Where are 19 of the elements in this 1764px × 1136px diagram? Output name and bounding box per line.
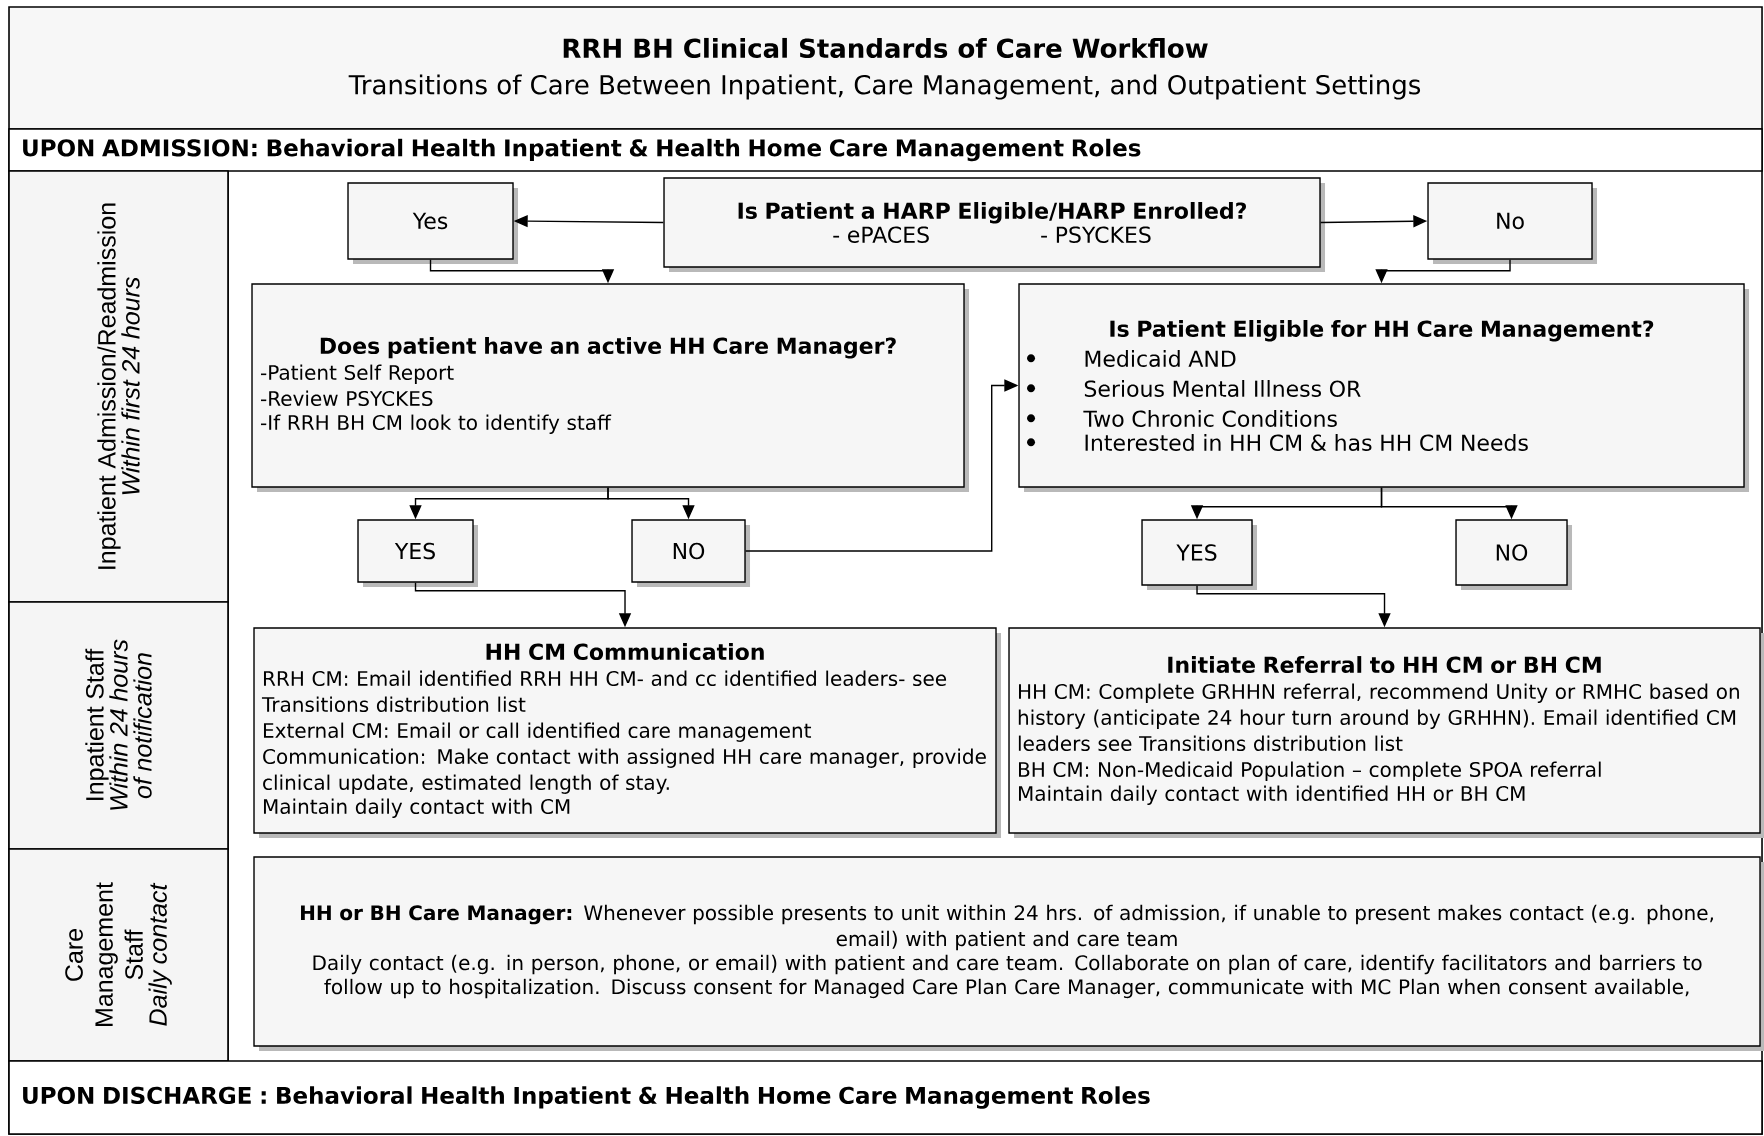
section-band: UPON DISCHARGE : Behavioral Health Inpatient & Health Home Care Management Roles [8,1060,1763,1135]
subtitle: Transitions of Care Between Inpatient, Care Management, and Outpatient Settings [348,74,1421,100]
decision-box: Does patient have an active HH Care Manager? -Patient Self Report -Review PSYCKES -If RRH BH CM look to identify staff [251,283,969,492]
answer-box: No [1427,182,1597,264]
diagram-title: RRH BH Clinical Standards of Care Workflow [563,37,1208,59]
answer-box: YES [1141,519,1257,590]
lane-header: Inpatient Staff Within 24 hours of notification [8,601,229,850]
lane-header: Care Management Staff Daily contact [8,848,229,1062]
answer-box: Yes [347,182,518,264]
answer-box: NO [1455,519,1572,590]
decision-box: Is Patient Eligible for HH Care Management? Medicaid AND Serious Mental Illness OR Two Chronic Conditions Interested in HH CM & has HH CM Needs [1018,283,1749,492]
process-box: HH CM Communication RRH CM: Email identified RRH HH CM- and cc identified leaders- see Transitions distribution list External CM: Email or call identified care management Communication: Make contact with assigned HH care manager, provide clinical update, estimated length of stay. Maintain daily contact with CM [253,627,1001,838]
process-box: Initiate Referral to HH CM or BH CM HH CM: Complete GRHHN referral, recommend Unity or RMHC based on history (anticipate 24 hour turn around by GRHHN). Email identified CM leaders see Transitions distribution list BH CM: Non-Medicaid Population – complete SPOA referral Maintain daily contact with identified HH or BH CM [1008,627,1764,838]
process-box: HH or BH Care Manager: Whenever possible presents to unit within 24 hrs. of admission, if unable to present makes contact (e.g. phone, email) with patient and care team Daily contact (e.g. in person, phone, or email) with patient and care team. Collaborate on plan of care, identify facilitators and barriers to follow up to hospitalization. Discuss consent for Managed Care Plan Care Manager, communicate with MC Plan when consent available, [253,856,1764,1051]
section-band: UPON ADMISSION: Behavioral Health Inpatient & Health Home Care Management Roles [8,128,1763,172]
answer-box: YES [357,519,478,587]
answer-box: NO [631,519,750,587]
decision-box: Is Patient a HARP Eligible/HARP Enrolled? - ePACES - PSYCKES [663,177,1325,272]
lane-header: Inpatient Admission/Readmission Within first 24 hours [8,170,229,603]
